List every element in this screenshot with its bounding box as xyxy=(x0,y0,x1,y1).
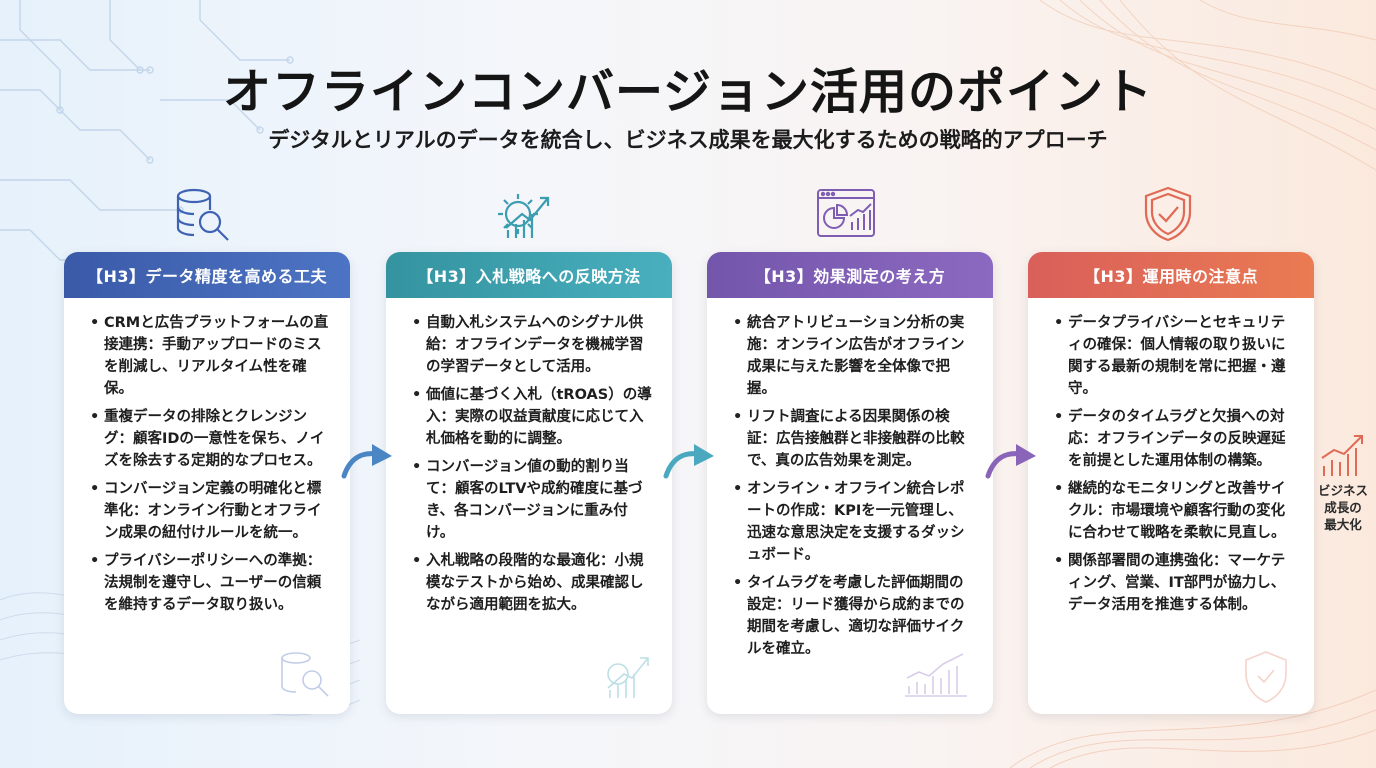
shield-watermark-icon xyxy=(1245,651,1287,703)
card-list: 統合アトリビューション分析の実施：オンライン広告がオフライン成果に与えた影響を全… xyxy=(733,312,973,660)
arrow-right-icon xyxy=(985,444,1036,479)
gear-growth-watermark-icon xyxy=(607,657,649,698)
card-operation-notes: 【H3】運用時の注意点 データプライバシーとセキュリティの確保：個人情報の取り扱… xyxy=(1028,252,1314,714)
growth-chart-watermark-icon xyxy=(905,653,967,697)
card-header: 【H3】効果測定の考え方 xyxy=(707,252,993,298)
list-item: コンバージョン定義の明確化と標準化：オンライン行動とオフライン成果の紐付けルール… xyxy=(90,478,330,544)
page-title: オフラインコンバージョン活用のポイント xyxy=(222,64,1154,120)
card-header: 【H3】入札戦略への反映方法 xyxy=(386,252,672,298)
shield-check-icon xyxy=(1144,186,1192,242)
card-header: 【H3】データ精度を高める工夫 xyxy=(64,252,350,298)
card-list: 自動入札システムへのシグナル供給：オフラインデータを機械学習の学習データとして活… xyxy=(412,312,652,616)
list-item: コンバージョン値の動的割り当て：顧客のLTVや成約確度に基づき、各コンバージョン… xyxy=(412,456,652,544)
card-bidding-strategy: 【H3】入札戦略への反映方法 自動入札システムへのシグナル供給：オフラインデータ… xyxy=(386,252,672,714)
arrow-right-icon xyxy=(663,444,714,479)
page-subtitle: デジタルとリアルのデータを統合し、ビジネス成果を最大化するための戦略的アプローチ xyxy=(268,128,1108,152)
list-item: データのタイムラグと欠損への対応：オフラインデータの反映遅延を前提とした運用体制… xyxy=(1054,406,1294,472)
list-item: タイムラグを考慮した評価期間の設定：リード獲得から成約までの期間を考慮し、適切な… xyxy=(733,572,973,660)
list-item: プライバシーポリシーへの準拠：法規制を遵守し、ユーザーの信頼を維持するデータ取り… xyxy=(90,550,330,616)
database-search-icon xyxy=(176,188,229,241)
card-list: データプライバシーとセキュリティの確保：個人情報の取り扱いに関する最新の規制を常… xyxy=(1054,312,1294,616)
gear-growth-chart-icon xyxy=(498,194,550,238)
list-item: 関係部署間の連携強化：マーケティング、営業、IT部門が協力し、データ活用を推進す… xyxy=(1054,550,1294,616)
list-item: 重複データの排除とクレンジング：顧客IDの一意性を保ち、ノイズを除去する定期的な… xyxy=(90,406,330,472)
card-data-accuracy: 【H3】データ精度を高める工夫 CRMと広告プラットフォームの直接連携：手動アッ… xyxy=(64,252,350,714)
card-measurement: 【H3】効果測定の考え方 統合アトリビューション分析の実施：オンライン広告がオフ… xyxy=(707,252,993,714)
list-item: リフト調査による因果関係の検証：広告接触群と非接触群の比較で、真の広告効果を測定… xyxy=(733,406,973,472)
list-item: データプライバシーとセキュリティの確保：個人情報の取り扱いに関する最新の規制を常… xyxy=(1054,312,1294,400)
business-growth-label: ビジネス 成長の 最大化 xyxy=(1317,483,1368,532)
list-item: 自動入札システムへのシグナル供給：オフラインデータを機械学習の学習データとして活… xyxy=(412,312,652,378)
analytics-dashboard-icon xyxy=(817,189,875,237)
list-item: オンライン・オフライン統合レポートの作成：KPIを一元管理し、迅速な意思決定を支… xyxy=(733,478,973,566)
list-item: CRMと広告プラットフォームの直接連携：手動アップロードのミスを削減し、リアルタ… xyxy=(90,312,330,400)
growth-bar-chart-icon xyxy=(1321,435,1363,476)
card-header: 【H3】運用時の注意点 xyxy=(1028,252,1314,298)
list-item: 入札戦略の段階的な最適化：小規模なテストから始め、成果確認しながら適用範囲を拡大… xyxy=(412,550,652,616)
list-item: 継続的なモニタリングと改善サイクル：市場環境や顧客行動の変化に合わせて戦略を柔軟… xyxy=(1054,478,1294,544)
list-item: 統合アトリビューション分析の実施：オンライン広告がオフライン成果に与えた影響を全… xyxy=(733,312,973,400)
database-search-watermark-icon xyxy=(281,652,329,697)
list-item: 価値に基づく入札（tROAS）の導入：実際の収益貢献度に応じて入札価格を動的に調… xyxy=(412,384,652,450)
arrow-right-icon xyxy=(341,444,392,479)
card-list: CRMと広告プラットフォームの直接連携：手動アップロードのミスを削減し、リアルタ… xyxy=(90,312,330,616)
